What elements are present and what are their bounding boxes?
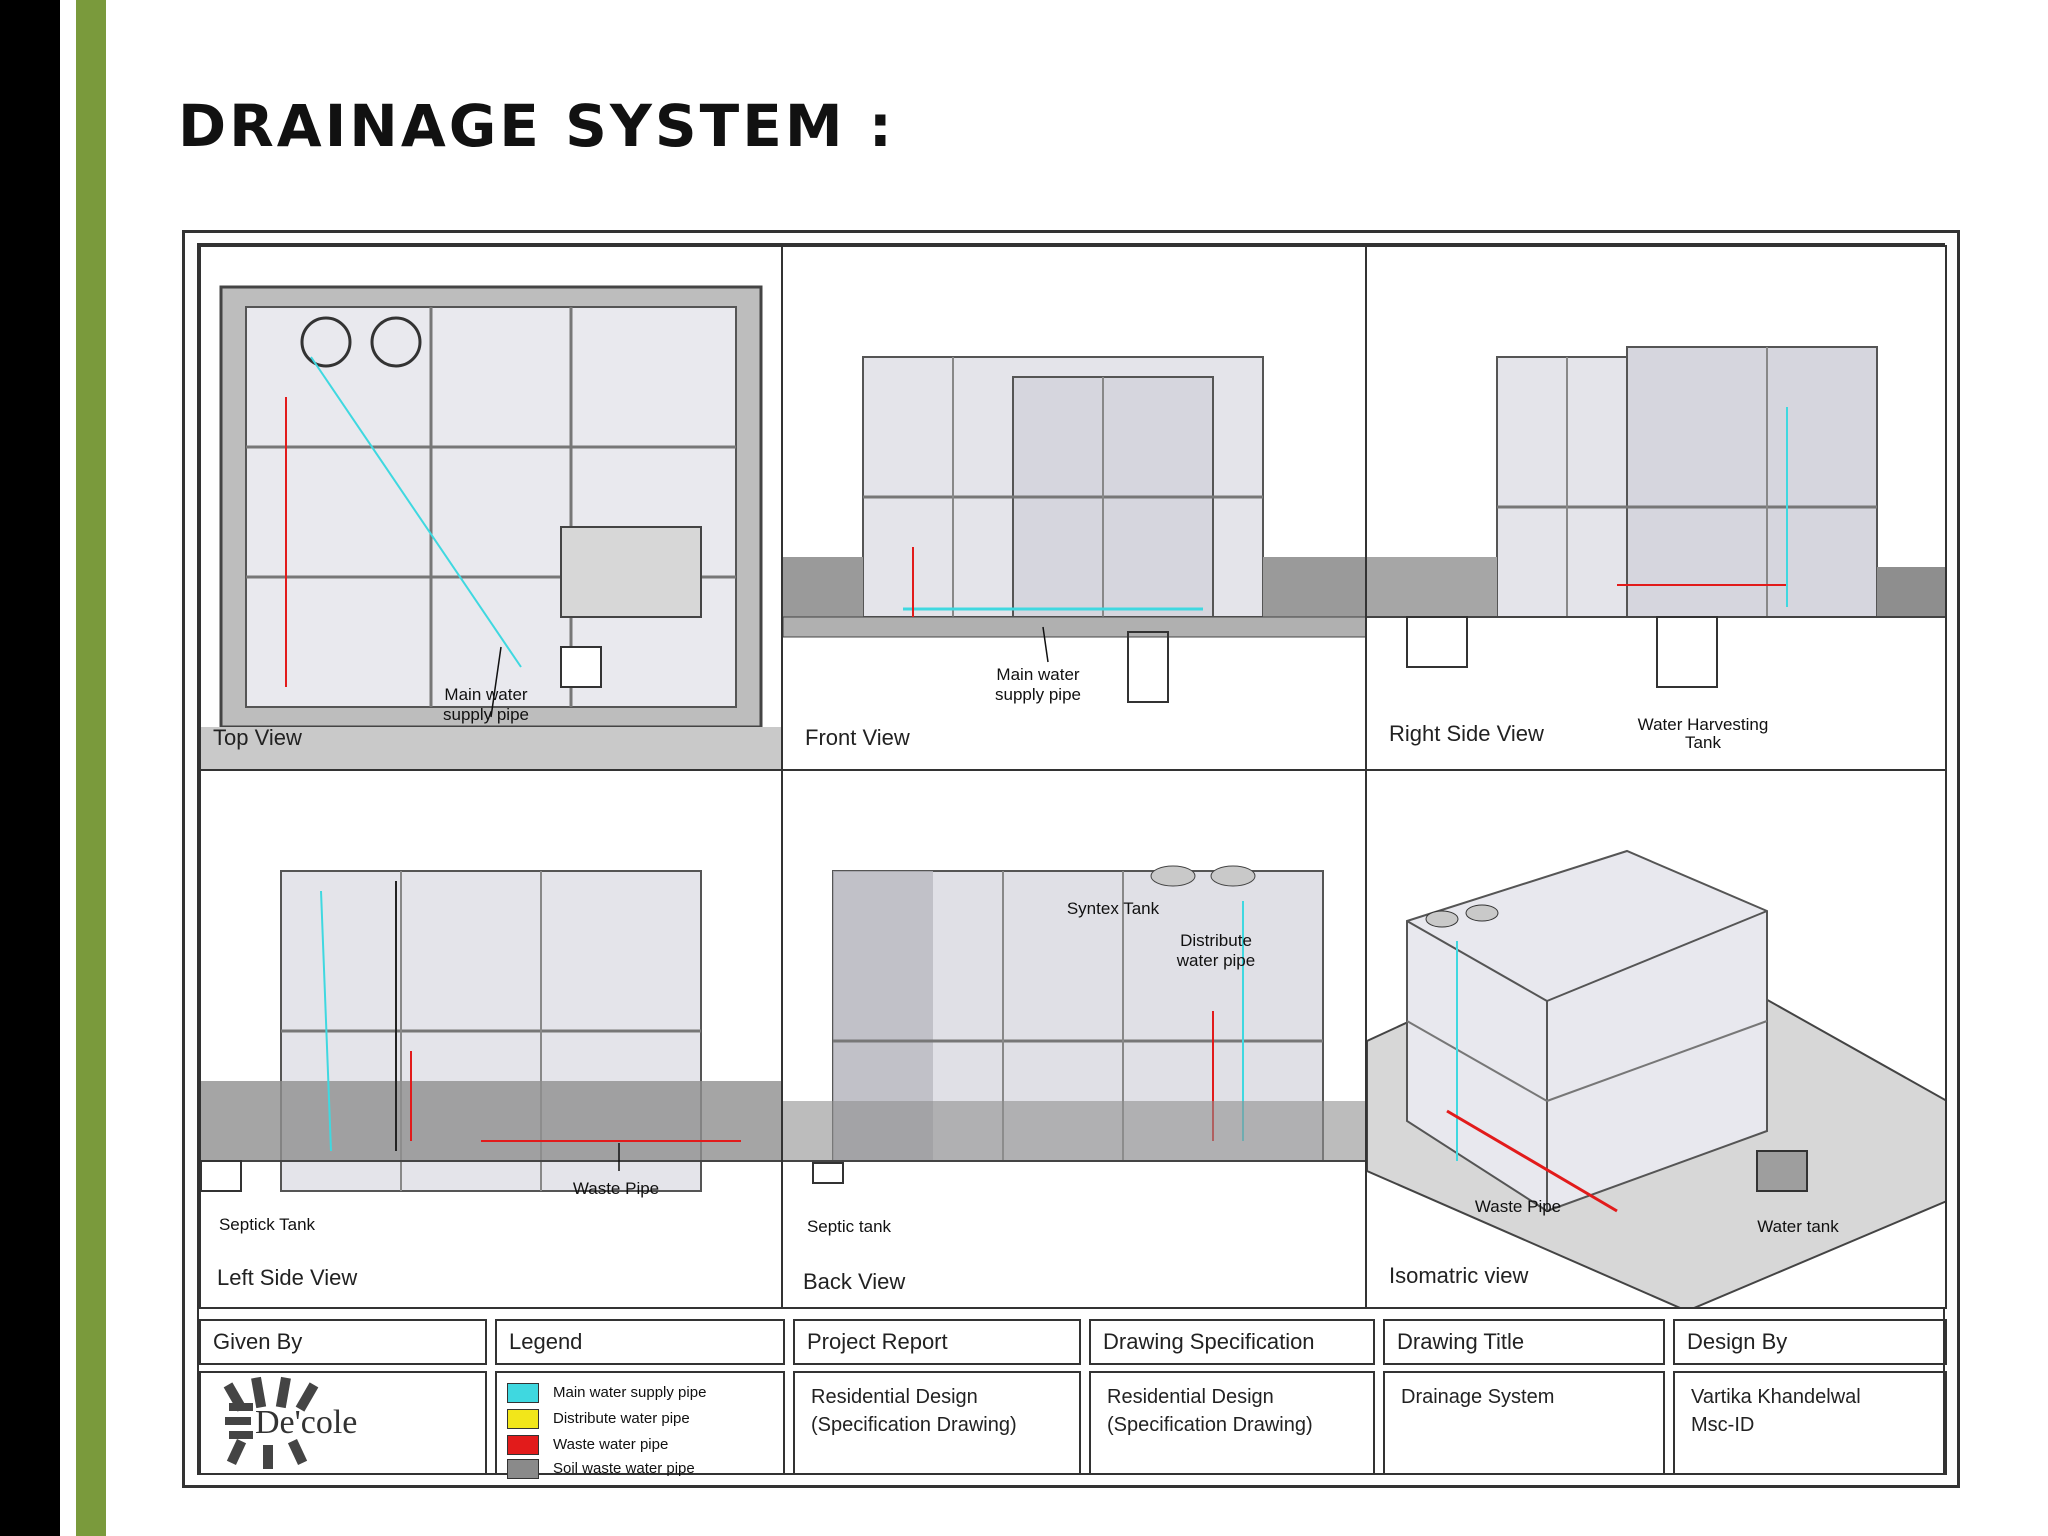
title-block-design-by-header: Design By	[1673, 1319, 1947, 1365]
front-view-note-1: Main water	[996, 665, 1080, 684]
front-view-drawing	[783, 356, 1365, 703]
project-report-line-2: (Specification Drawing)	[811, 1414, 1017, 1436]
left-side-view-label: Left Side View	[217, 1265, 358, 1290]
project-report-line-1: Residential Design	[811, 1386, 978, 1408]
title-block-drawing-spec-body: Residential Design (Specification Drawin…	[1089, 1371, 1375, 1475]
panel-isometric-view: Isomatric view Waste Pipe Water tank	[1365, 769, 1947, 1309]
legend-swatch-red	[507, 1435, 539, 1455]
design-by-line-1: Vartika Khandelwal	[1691, 1386, 1861, 1408]
right-side-view-label: Right Side View	[1389, 721, 1544, 746]
legend-swatch-yellow	[507, 1409, 539, 1429]
title-block-drawing-title-header: Drawing Title	[1383, 1319, 1665, 1365]
panel-right-side-view: Right Side View Water Harvesting Tank	[1365, 245, 1947, 771]
drawing-spec-line-2: (Specification Drawing)	[1107, 1414, 1313, 1436]
title-block-legend-body: Main water supply pipe Distribute water …	[495, 1371, 785, 1479]
back-view-drawing	[783, 865, 1365, 1184]
front-view-note-2: supply pipe	[994, 685, 1081, 704]
title-block-legend-header: Legend	[495, 1319, 785, 1365]
isometric-view-note-water-tank: Water tank	[1757, 1217, 1839, 1236]
panel-left-side-view: Left Side View Waste Pipe Septick Tank	[199, 769, 783, 1309]
title-block-given-by-body: De'cole	[199, 1371, 487, 1475]
right-side-view-note-2: Tank	[1685, 733, 1721, 752]
isometric-view-drawing	[1367, 849, 1945, 1307]
design-by-line-2: Msc-ID	[1691, 1414, 1755, 1436]
legend-label: Distribute water pipe	[553, 1410, 690, 1427]
title-block-given-by-header: Given By	[199, 1319, 487, 1365]
right-side-view-drawing	[1367, 346, 1945, 688]
drawing-sheet-inner: Top View Main water supply pipe Front Vi…	[197, 243, 1947, 1479]
drawing-spec-line-1: Residential Design	[1107, 1386, 1274, 1408]
top-view-note-1: Main water	[444, 685, 528, 704]
left-black-bar	[0, 0, 60, 1536]
decole-logo-text: De'cole	[255, 1404, 357, 1441]
legend-label: Soil waste water pipe	[553, 1460, 695, 1477]
back-view-note-septic: Septic tank	[806, 1217, 892, 1236]
legend-item-main-supply: Main water supply pipe	[507, 1379, 706, 1407]
panel-front-view: Front View Main water supply pipe	[781, 245, 1367, 771]
left-side-view-note-waste: Waste Pipe	[572, 1179, 660, 1198]
front-view-label: Front View	[805, 725, 910, 750]
legend-item-soil: Soil waste water pipe	[507, 1455, 695, 1483]
isometric-view-note-waste: Waste Pipe	[1474, 1197, 1562, 1216]
legend-swatch-grey	[507, 1459, 539, 1479]
legend-label: Waste water pipe	[553, 1436, 669, 1453]
right-side-view-note-1: Water Harvesting	[1637, 715, 1769, 734]
panel-top-view: Top View Main water supply pipe	[199, 245, 783, 771]
slide-title: Drainage System :	[178, 92, 895, 160]
drawing-title-line-1: Drainage System	[1401, 1386, 1555, 1408]
legend-swatch-cyan	[507, 1383, 539, 1403]
left-side-view-note-septick: Septick Tank	[218, 1215, 316, 1234]
left-green-bar	[76, 0, 106, 1536]
back-view-note-syntex: Syntex Tank	[1066, 899, 1160, 918]
isometric-view-label: Isomatric view	[1389, 1263, 1529, 1288]
decole-logo-icon: De'cole	[223, 1376, 357, 1469]
legend-label: Main water supply pipe	[553, 1384, 707, 1401]
top-view-label: Top View	[213, 725, 302, 750]
legend-item-waste: Waste water pipe	[507, 1431, 668, 1459]
back-view-label: Back View	[803, 1269, 906, 1294]
left-side-view-drawing	[201, 870, 781, 1192]
title-block-drawing-spec-header: Drawing Specification	[1089, 1319, 1375, 1365]
drawing-sheet: Top View Main water supply pipe Front Vi…	[182, 230, 1960, 1488]
back-view-note-water-pipe: water pipe	[1176, 951, 1256, 970]
title-block-project-report-body: Residential Design (Specification Drawin…	[793, 1371, 1081, 1475]
top-view-note-2: supply pipe	[442, 705, 529, 724]
legend-item-distribute: Distribute water pipe	[507, 1405, 690, 1433]
top-view-drawing	[201, 285, 781, 769]
title-block-project-report-header: Project Report	[793, 1319, 1081, 1365]
title-block-design-by-body: Vartika Khandelwal Msc-ID	[1673, 1371, 1947, 1475]
title-block-drawing-title-body: Drainage System	[1383, 1371, 1665, 1475]
panel-back-view: Back View Syntex Tank Distribute water p…	[781, 769, 1367, 1309]
back-view-note-distribute: Distribute	[1180, 931, 1252, 950]
